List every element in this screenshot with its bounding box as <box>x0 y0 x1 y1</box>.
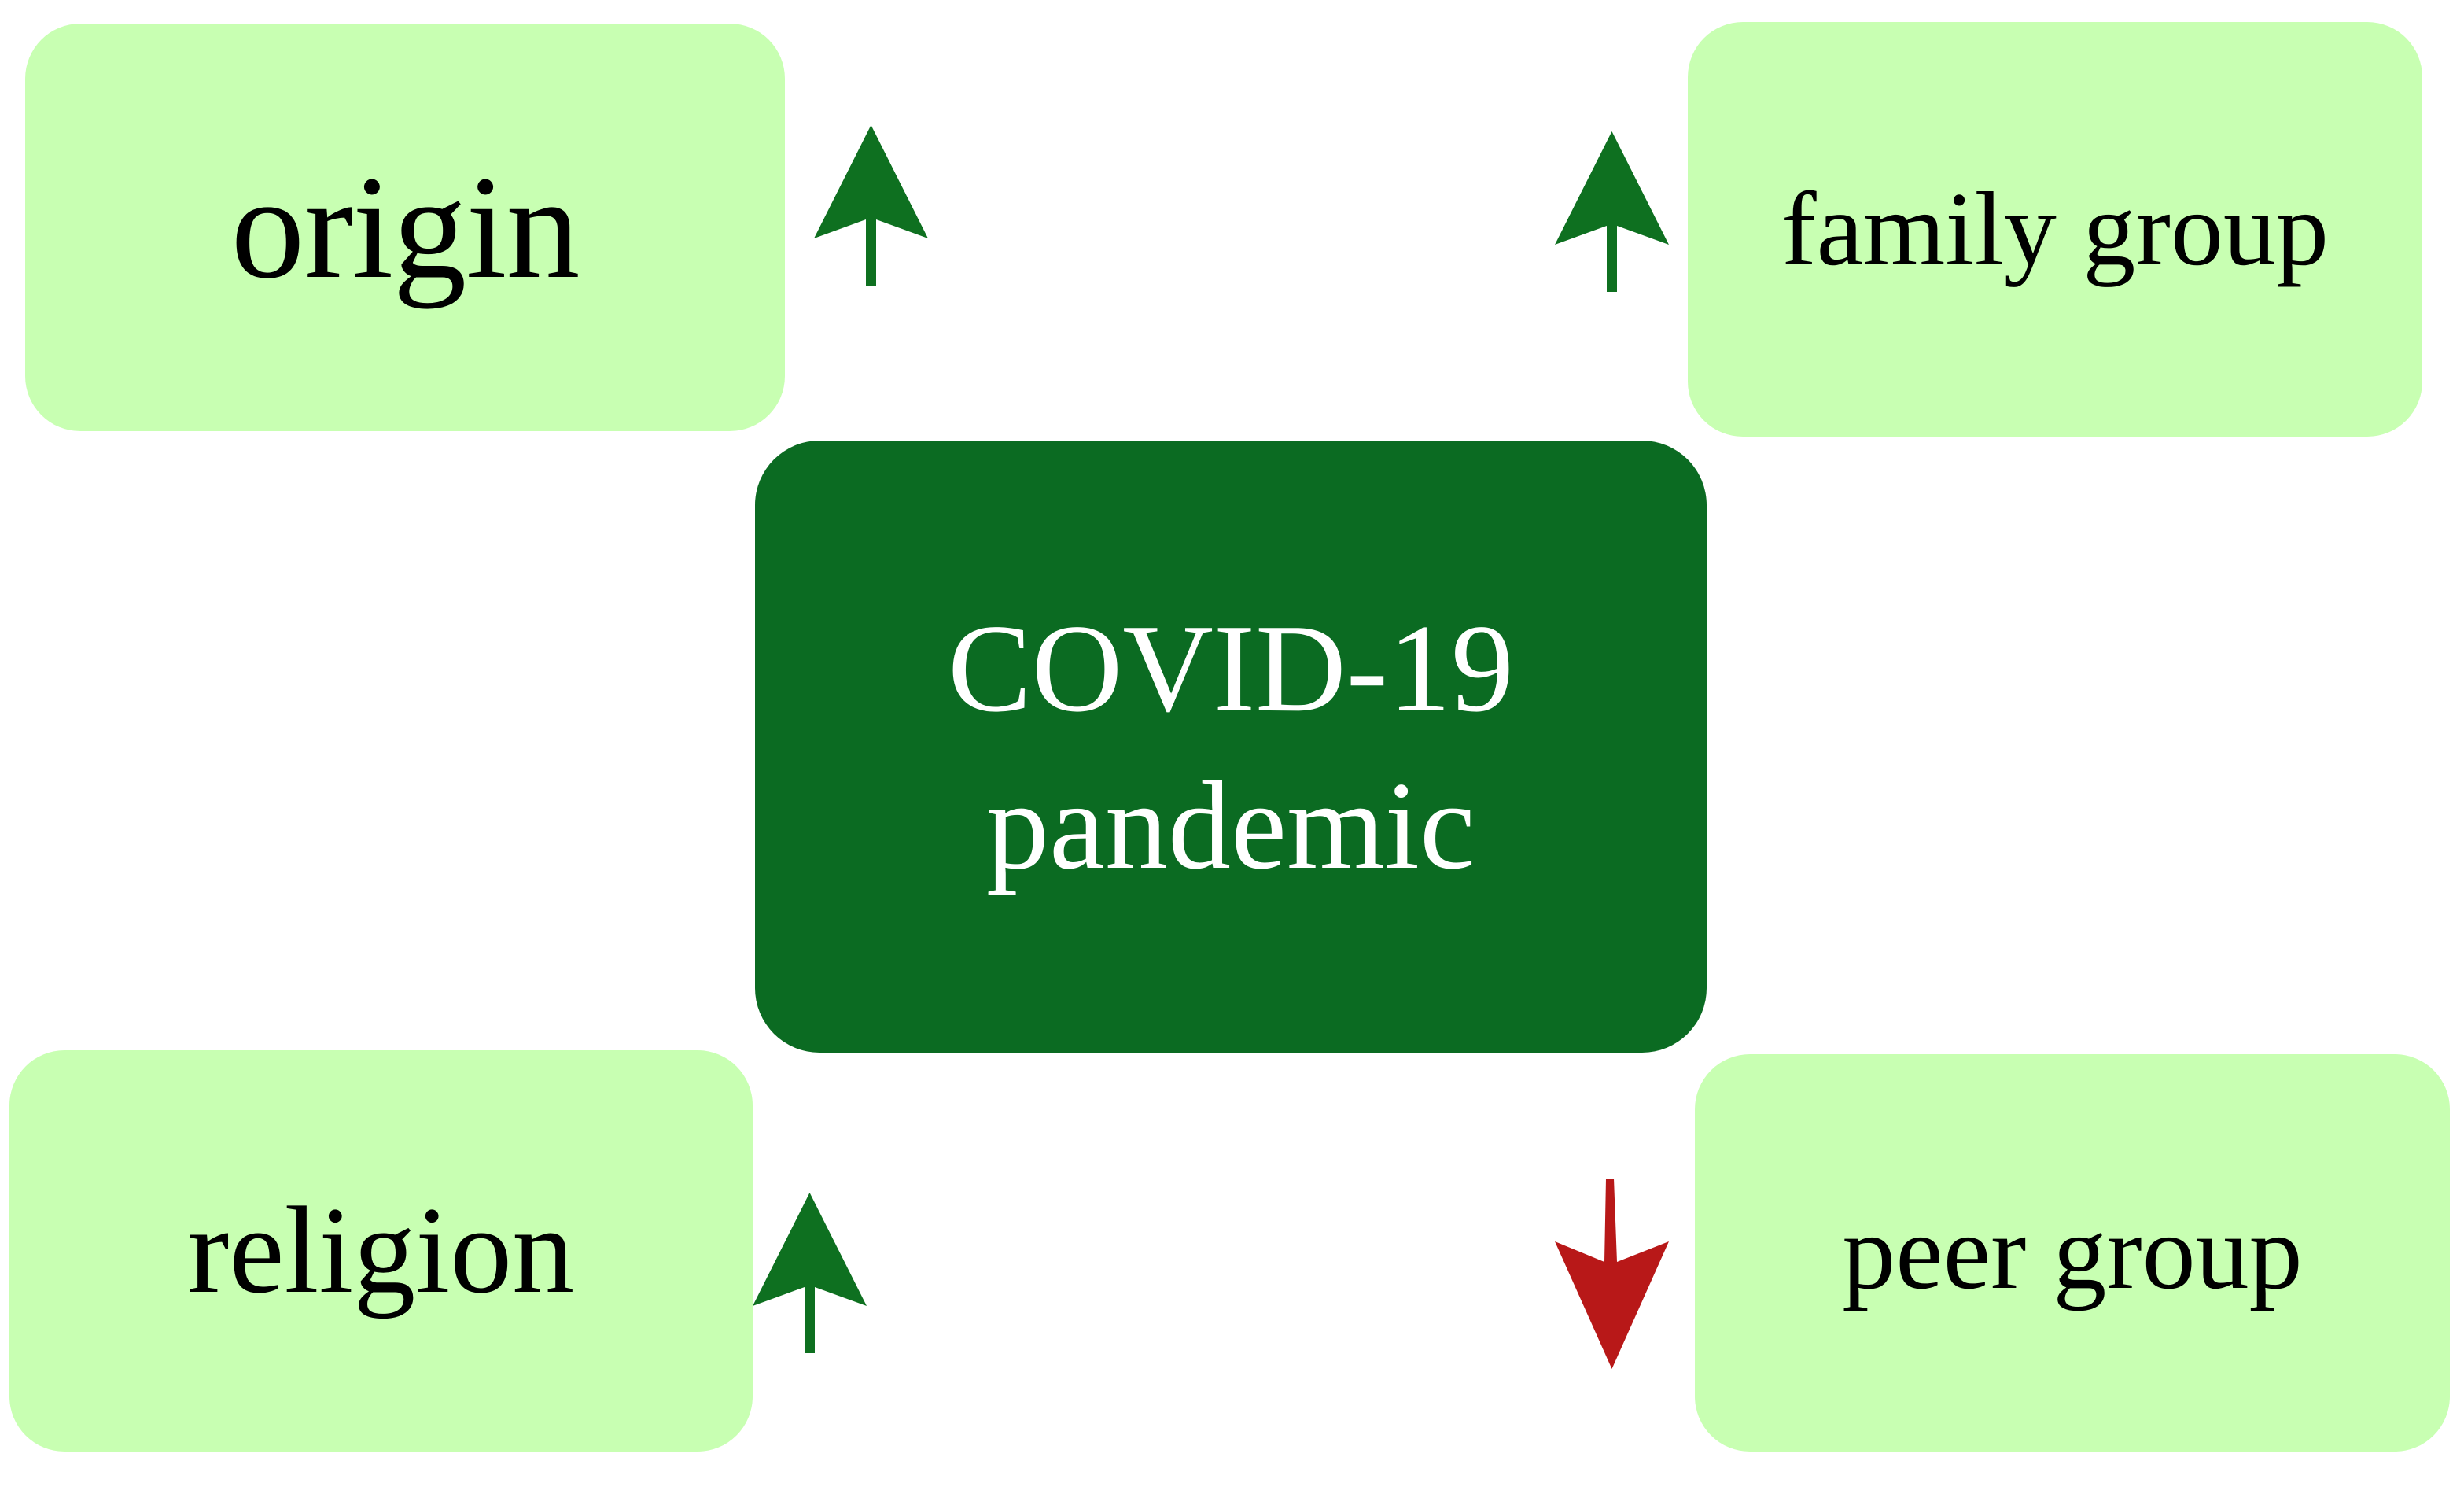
node-family-group-label: family group <box>1781 171 2329 288</box>
node-origin-label: origin <box>230 145 580 310</box>
arrow-up-icon <box>814 125 928 286</box>
center-line-2: pandemic <box>986 755 1475 895</box>
arrow-down-icon <box>1555 1179 1669 1369</box>
node-origin[interactable]: origin <box>25 24 785 431</box>
center-line-1: COVID-19 <box>948 598 1514 738</box>
node-peer-group[interactable]: peer group <box>1695 1054 2450 1452</box>
node-peer-group-label: peer group <box>1842 1193 2303 1312</box>
arrow-up-icon <box>753 1193 867 1353</box>
arrow-up-icon <box>1555 131 1669 292</box>
node-covid-19-pandemic[interactable]: COVID-19 pandemic <box>755 441 1707 1053</box>
node-family-group[interactable]: family group <box>1688 22 2422 437</box>
node-religion[interactable]: religion <box>9 1050 753 1452</box>
node-covid-19-pandemic-label: COVID-19 pandemic <box>755 589 1707 904</box>
node-religion-label: religion <box>187 1182 575 1320</box>
